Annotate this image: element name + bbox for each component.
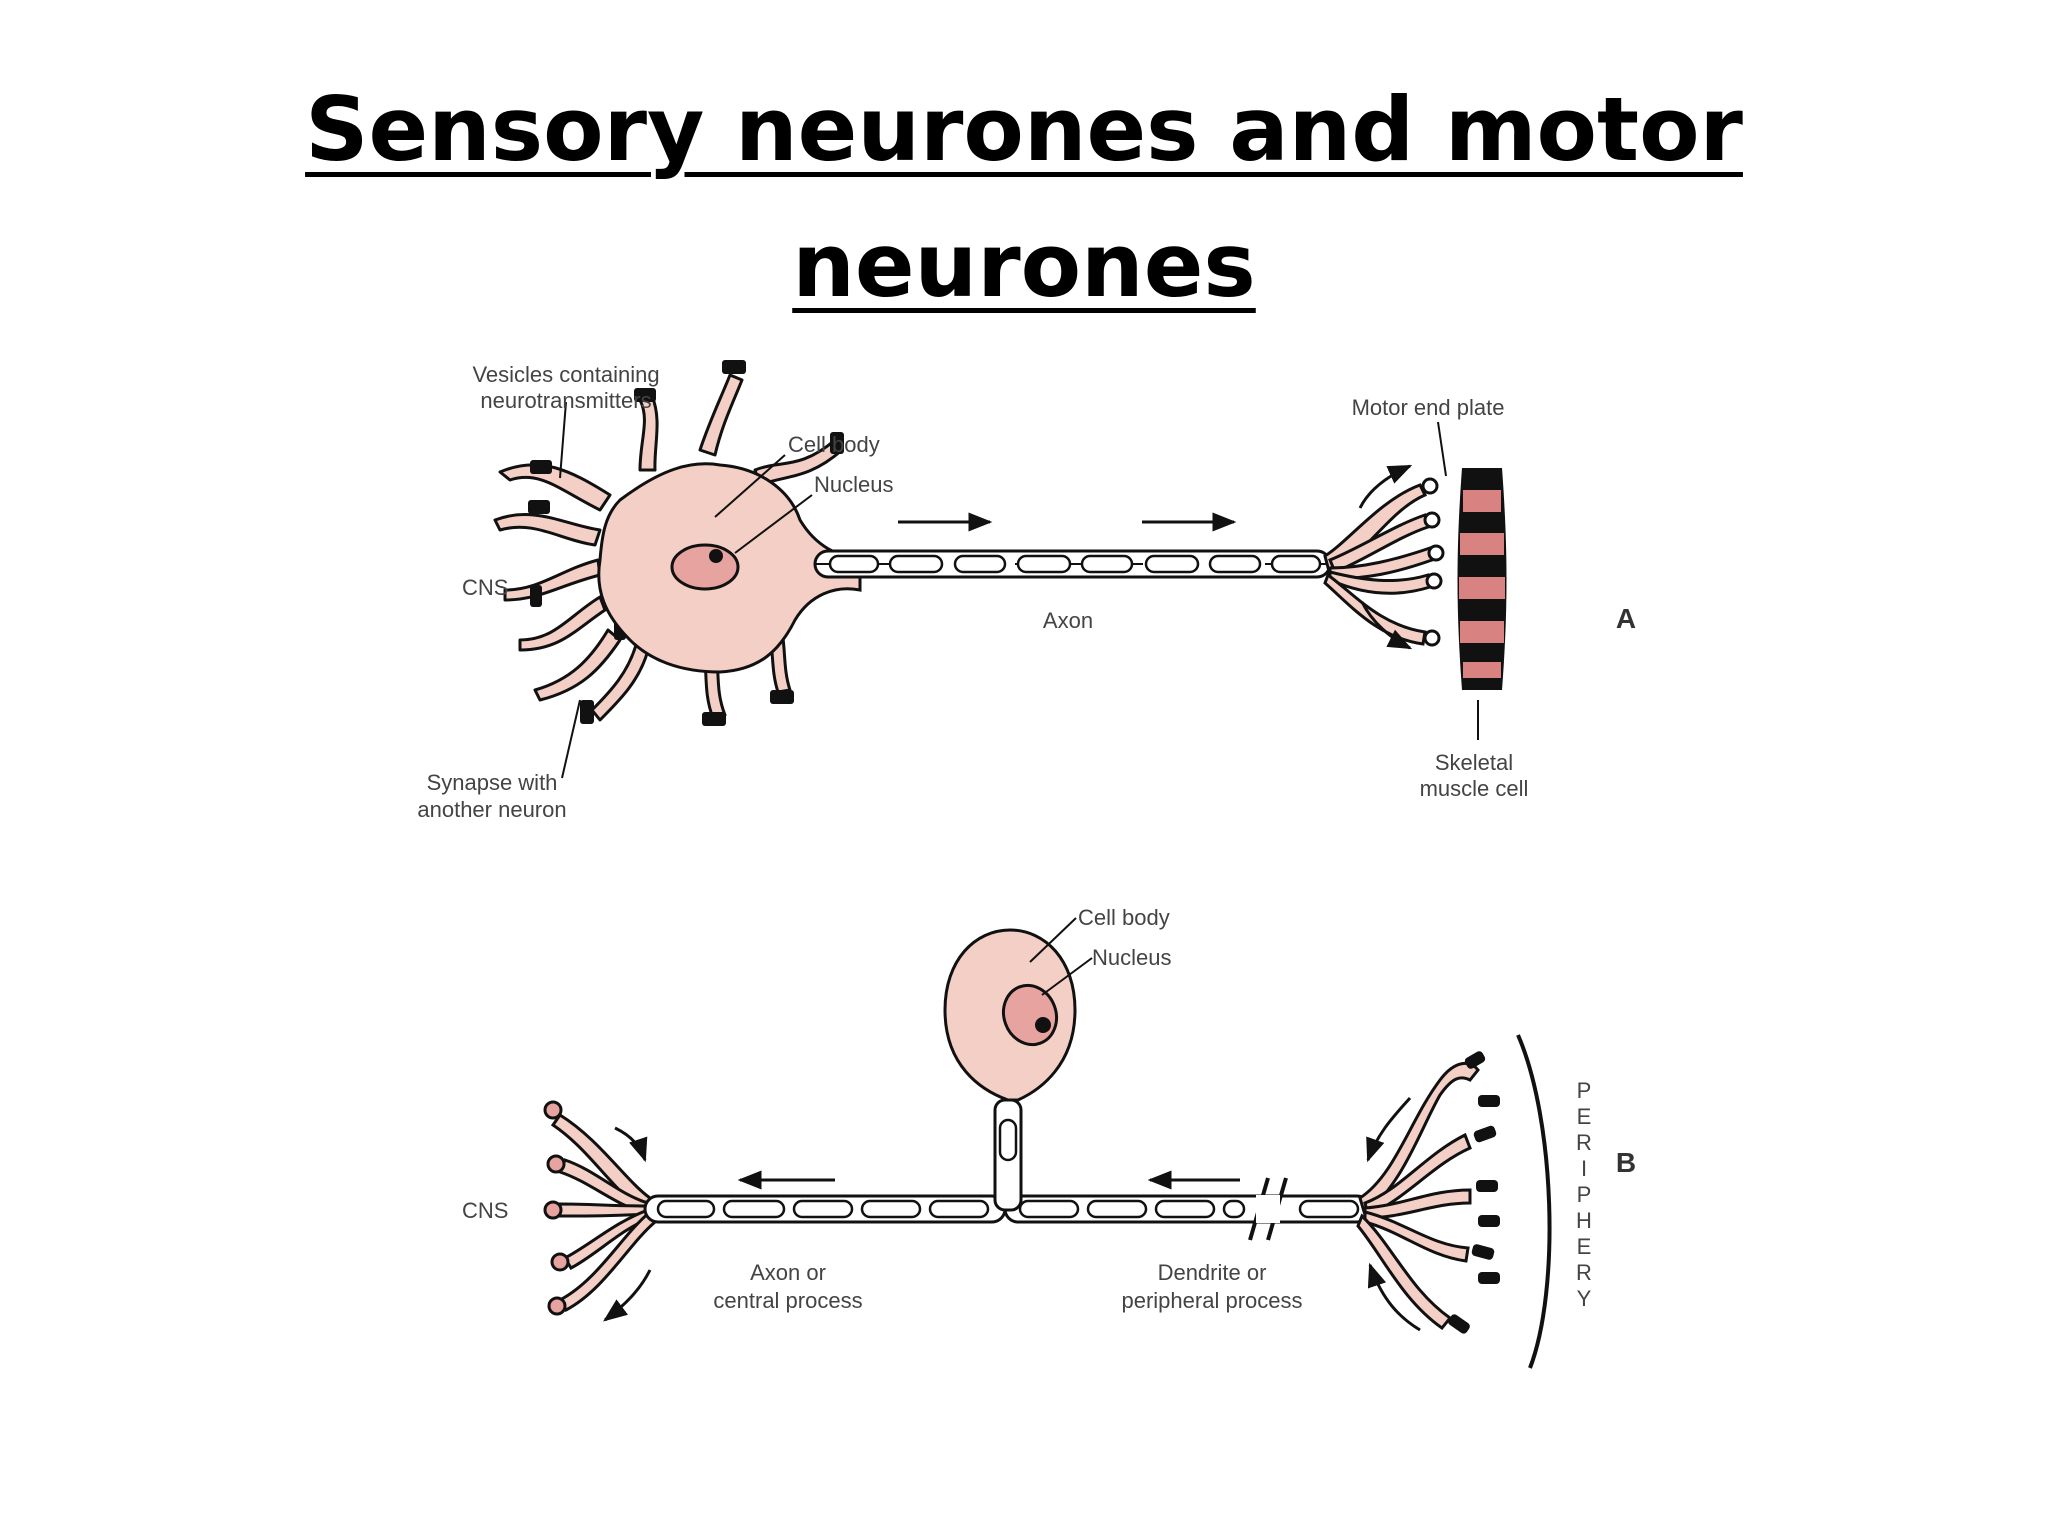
- slide-title: Sensory neurones and motor neurones: [0, 62, 2048, 334]
- label-dendrite-line1: Dendrite or: [1158, 1260, 1267, 1285]
- sensory-peripheral-terminal: [1356, 1061, 1480, 1331]
- motor-neuron-panel: Vesicles containing neurotransmitters Ce…: [417, 360, 1636, 822]
- panel-letter-b: B: [1616, 1147, 1636, 1178]
- label-axon-line1: Axon or: [750, 1260, 826, 1285]
- periphery-letter: R: [1576, 1130, 1592, 1155]
- motor-axon: [813, 549, 1332, 579]
- label-motor-end-plate: Motor end plate: [1352, 395, 1505, 420]
- title-line-1: Sensory neurones and motor: [305, 78, 1743, 181]
- label-skeletal-line2: muscle cell: [1420, 776, 1529, 801]
- label-cns-a: CNS: [462, 575, 508, 600]
- periphery-letter: R: [1576, 1260, 1592, 1285]
- skeletal-muscle-cell: [1457, 468, 1507, 690]
- label-vesicles-line2: neurotransmitters: [480, 388, 651, 413]
- periphery-boundary: [1516, 1034, 1552, 1369]
- peripheral-process-dendrite: [1003, 1194, 1372, 1224]
- label-skeletal-line1: Skeletal: [1435, 750, 1513, 775]
- sensory-nucleolus: [1035, 1017, 1051, 1033]
- title-line-2: neurones: [792, 214, 1256, 317]
- label-dendrite-line2: peripheral process: [1122, 1288, 1303, 1313]
- panel-b-leader-lines: [1029, 917, 1093, 996]
- central-curve-arrow: [614, 1126, 648, 1163]
- motor-nucleolus: [709, 549, 723, 563]
- terminal-curve-arrow: [1358, 464, 1413, 509]
- central-terminal-knobs: [543, 1100, 570, 1316]
- central-process-axon: [643, 1194, 1007, 1224]
- peripheral-curve-arrow: [1366, 1097, 1412, 1163]
- label-axon-line2: central process: [713, 1288, 862, 1313]
- periphery-letter: H: [1576, 1208, 1592, 1233]
- motor-axon-terminal: [1323, 483, 1434, 646]
- label-cell-body-b: Cell body: [1078, 905, 1170, 930]
- label-vesicles-line1: Vesicles containing: [472, 362, 659, 387]
- panel-letter-a: A: [1616, 603, 1636, 634]
- label-cell-body-a: Cell body: [788, 432, 880, 457]
- label-nucleus-b: Nucleus: [1092, 945, 1171, 970]
- label-synapse-line1: Synapse with: [427, 770, 558, 795]
- label-cns-b: CNS: [462, 1198, 508, 1223]
- label-nucleus-a: Nucleus: [814, 472, 893, 497]
- panel-a-leader-lines: [559, 401, 1479, 779]
- periphery-letter: P: [1577, 1182, 1592, 1207]
- central-curve-arrow: [603, 1269, 652, 1322]
- label-axon-a: Axon: [1043, 608, 1093, 633]
- break-gap: [1256, 1195, 1280, 1223]
- periphery-letter: P: [1577, 1078, 1592, 1103]
- sensory-stem: [993, 1098, 1023, 1212]
- peripheral-curve-arrow: [1367, 1262, 1421, 1332]
- peripheral-receptor-tips: [1448, 1051, 1500, 1334]
- periphery-letter: E: [1577, 1234, 1592, 1259]
- label-synapse-line2: another neuron: [417, 797, 566, 822]
- sensory-neuron-panel: Cell body Nucleus CNS Axon or central pr…: [462, 905, 1636, 1369]
- periphery-letter: E: [1577, 1104, 1592, 1129]
- terminal-curve-arrow: [1360, 601, 1413, 650]
- motor-nucleus: [670, 543, 740, 591]
- periphery-letter: Y: [1577, 1286, 1592, 1311]
- periphery-letter: I: [1581, 1156, 1587, 1181]
- sensory-central-terminal: [550, 1112, 657, 1312]
- motor-end-plate-knobs: [1421, 477, 1445, 647]
- label-periphery: P E R I P H E R Y: [1576, 1078, 1592, 1311]
